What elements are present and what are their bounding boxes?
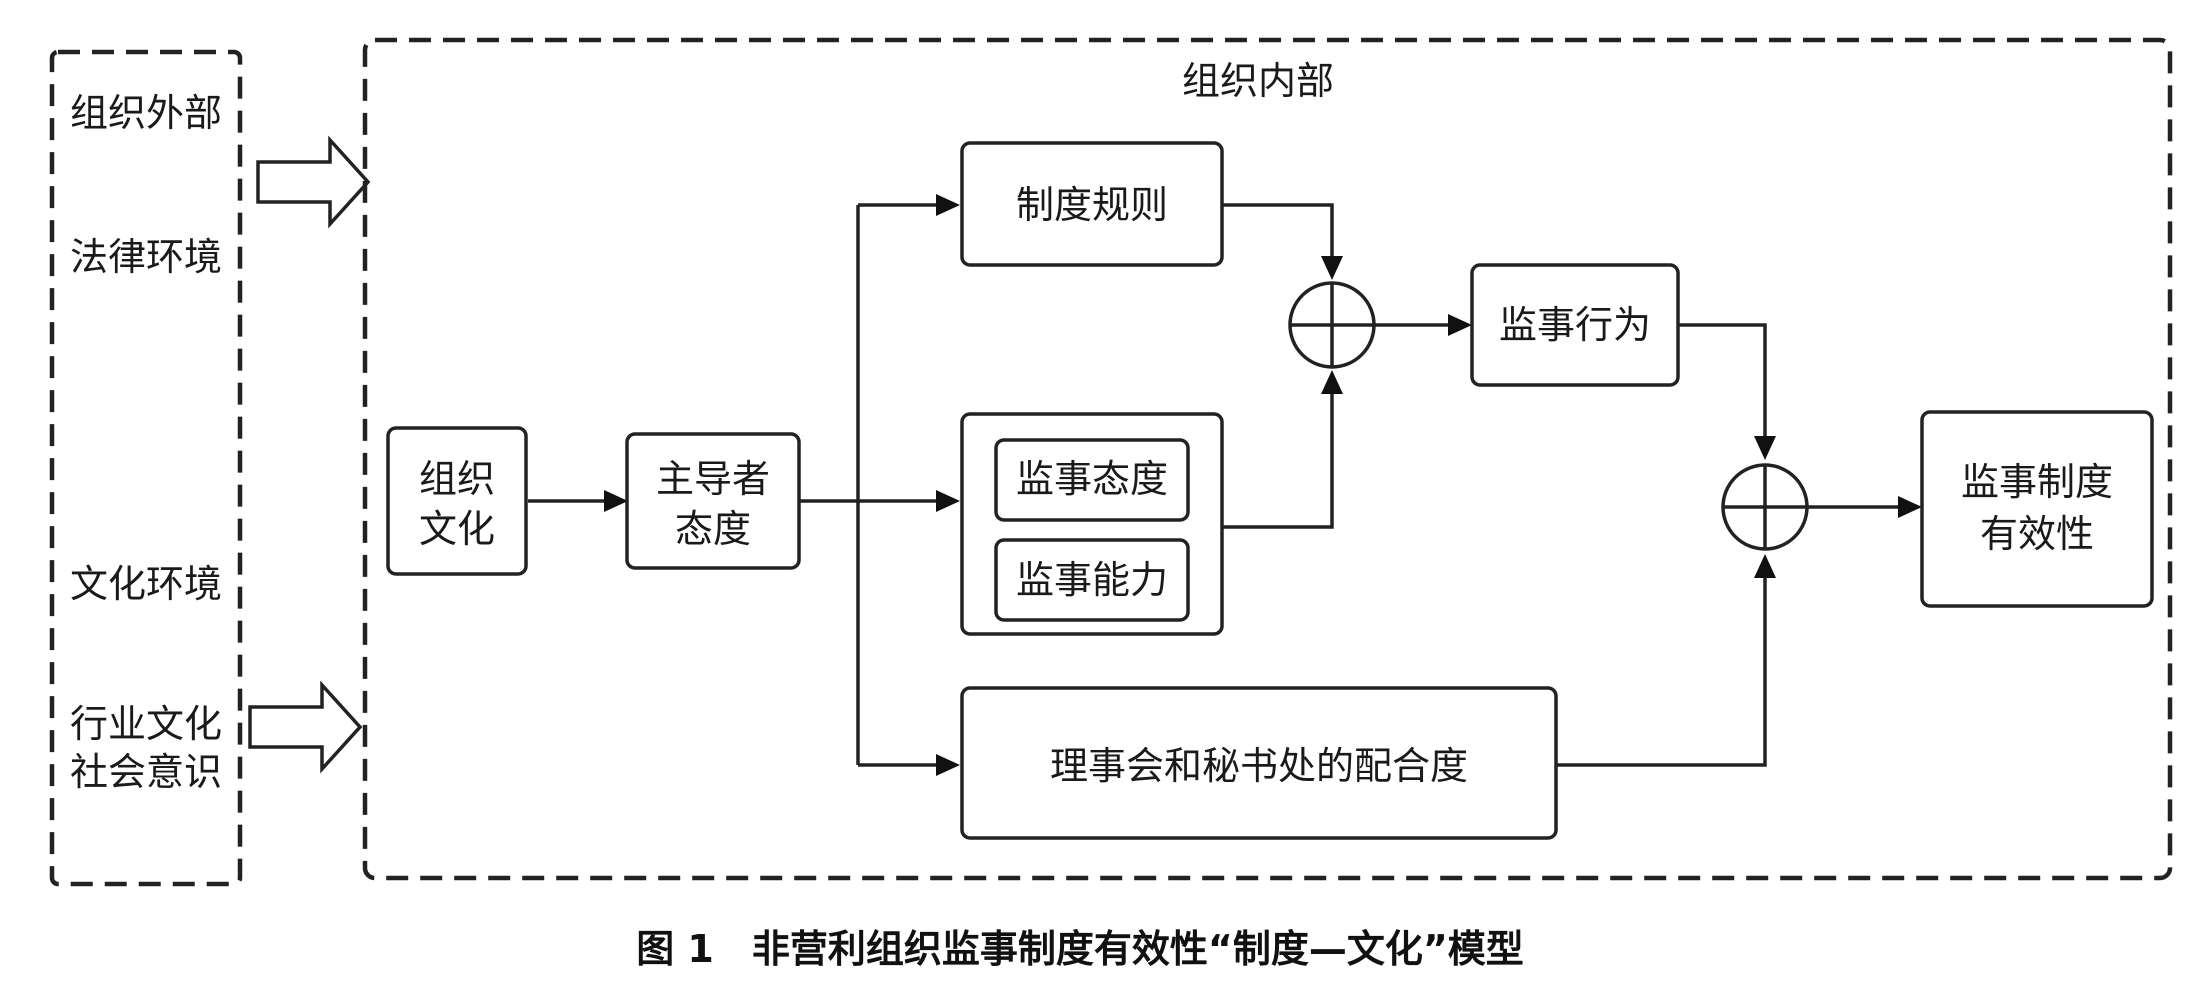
node-supervisor-ability-label: 监事能力	[1016, 558, 1168, 602]
node-cooperation	[960, 686, 1558, 840]
figure-caption: 图 1 非营利组织监事制度有效性“制度—文化”模型	[636, 927, 1524, 971]
node-supervisor-attitude-label: 监事态度	[1016, 457, 1168, 501]
arrowhead	[1754, 554, 1776, 578]
arrowhead	[936, 754, 960, 776]
arrowhead	[1754, 436, 1776, 460]
node-effectiveness-line1: 监事制度	[1961, 460, 2113, 504]
node-org-culture	[386, 426, 528, 576]
node-org-culture-line1: 组织	[419, 457, 495, 501]
node-leader-attitude	[625, 432, 801, 570]
arrow-behavior-to-junction2	[1678, 323, 1767, 450]
node-supervisor-behavior	[1470, 263, 1680, 387]
internal-region	[362, 37, 2173, 881]
node-effectiveness	[1920, 410, 2154, 608]
external-item-industry: 行业文化	[70, 702, 222, 746]
arrowhead	[1898, 496, 1922, 518]
arrow-supervisor-to-junction1	[1222, 380, 1334, 529]
node-org-culture-line2: 文化	[419, 507, 495, 551]
node-supervisor-attitude	[994, 438, 1190, 522]
node-rules	[960, 141, 1224, 267]
arrow-rules-to-junction1	[1222, 203, 1334, 270]
external-title: 组织外部	[70, 91, 222, 135]
arrowhead	[604, 490, 628, 512]
arrowhead	[936, 194, 960, 216]
arrowhead	[1448, 314, 1472, 336]
node-supervisor-ability	[994, 538, 1190, 622]
internal-title: 组织内部	[1182, 59, 1334, 103]
node-supervisor-behavior-label: 监事行为	[1499, 303, 1651, 347]
node-leader-attitude-line1: 主导者	[656, 457, 770, 501]
external-region	[49, 49, 243, 887]
junction-2	[1721, 463, 1809, 551]
node-rules-label: 制度规则	[1016, 183, 1168, 227]
external-item-social: 社会意识	[70, 750, 222, 794]
arrow-cooperation-to-junction2	[1556, 564, 1767, 767]
connectors	[528, 194, 1922, 776]
external-item-law: 法律环境	[70, 235, 222, 279]
node-cooperation-label: 理事会和秘书处的配合度	[1050, 744, 1468, 788]
junction-1	[1288, 281, 1376, 369]
arrowhead	[1321, 370, 1343, 394]
arrowhead	[1321, 256, 1343, 280]
node-effectiveness-line2: 有效性	[1980, 512, 2094, 556]
arrowhead	[936, 490, 960, 512]
external-influence-arrow-top	[256, 135, 371, 229]
external-influence-arrow-bottom	[248, 680, 363, 774]
external-item-culture: 文化环境	[70, 562, 222, 606]
node-leader-attitude-line2: 态度	[675, 507, 751, 551]
